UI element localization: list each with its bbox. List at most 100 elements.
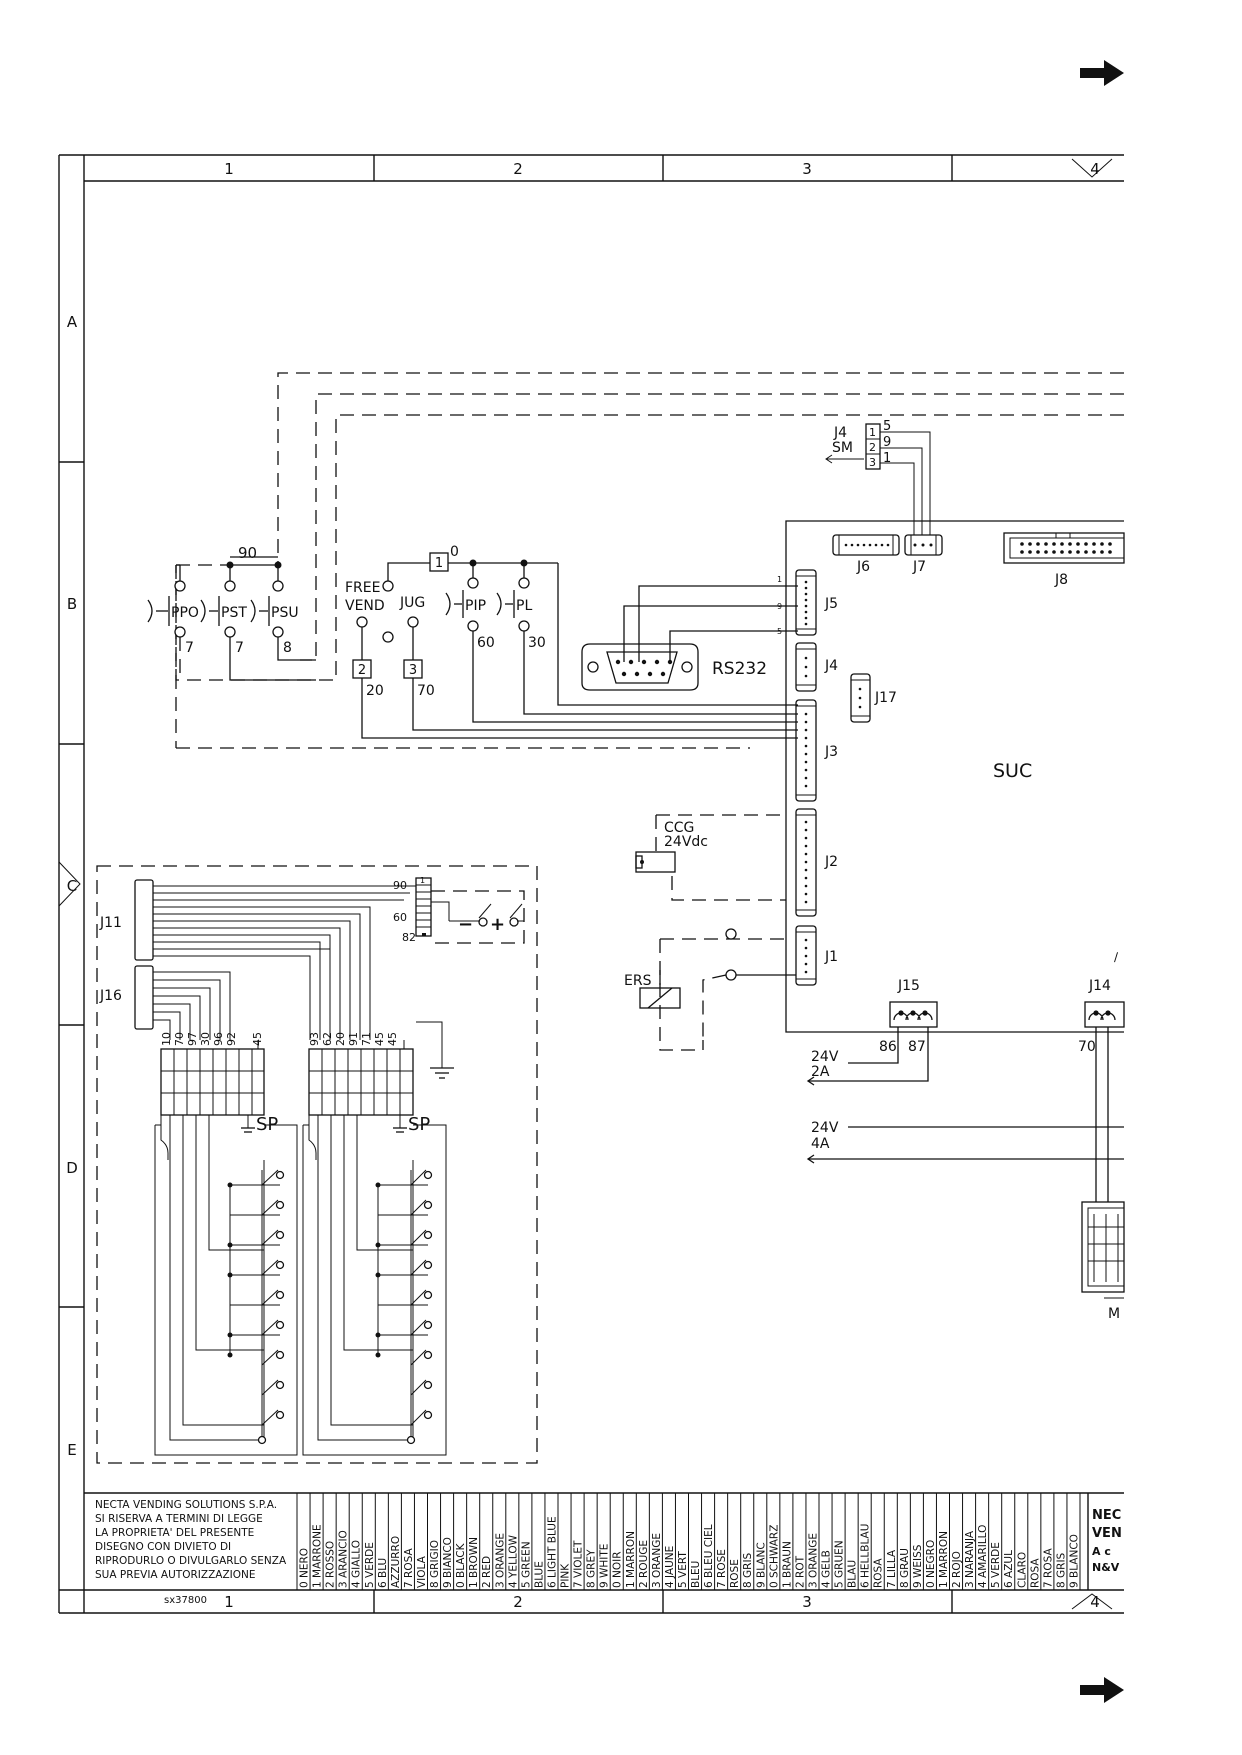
- ccg-label: CCG: [664, 820, 694, 836]
- switch-90-label: 90: [393, 879, 407, 892]
- j2-connector: [795, 808, 817, 917]
- j17-label: J17: [874, 690, 897, 706]
- color-code-entry: 3 ARANCIO: [338, 1530, 350, 1588]
- sp-panel-left: SP: [154, 1114, 298, 1456]
- box-1-label: 1: [435, 556, 443, 571]
- vend-label: VEND: [345, 598, 385, 614]
- grid-row-labels: A B C D E: [66, 313, 78, 1459]
- free-label: FREE: [345, 580, 380, 596]
- j15-connector: [889, 1001, 938, 1028]
- terminal-number: 62: [321, 1032, 334, 1046]
- svg-text:1: 1: [420, 876, 425, 885]
- color-code-entry: 2 ROSSO: [325, 1541, 337, 1588]
- next-page-arrow-top[interactable]: [1080, 60, 1124, 86]
- sp-label: SP: [408, 1114, 430, 1135]
- node-90-label: 90: [238, 544, 257, 562]
- title-block: NECTA VENDING SOLUTIONS S.P.A. SI RISERV…: [84, 1492, 1124, 1606]
- color-code-entry: 9 BLANC: [755, 1542, 767, 1588]
- m-connector: M: [1081, 1201, 1125, 1322]
- j5-connector: [795, 569, 817, 636]
- color-code-entry: 2 ROUGE: [638, 1540, 650, 1588]
- pst-contact-icon: [224, 580, 236, 592]
- color-code-entry: 5 GREEN: [520, 1541, 532, 1588]
- j4-connector: [795, 642, 817, 692]
- company-name-partial: VEN: [1092, 1526, 1122, 1541]
- color-code-entry: 1 BROWN: [468, 1537, 480, 1588]
- sm-pin-wire: 5: [883, 419, 891, 434]
- notice-line: NECTA VENDING SOLUTIONS S.P.A.: [95, 1499, 277, 1511]
- color-code-entry: VIOLA: [416, 1555, 428, 1588]
- plus-label: +: [490, 914, 505, 935]
- color-code-entry: 7 ROSE: [716, 1549, 728, 1588]
- psu-contact-icon: [272, 580, 284, 592]
- grid-col-label: 2: [513, 160, 523, 178]
- voltage-24v-label: 24V: [811, 1049, 839, 1065]
- j4-label: J4: [824, 658, 838, 674]
- ers-label: ERS: [624, 973, 652, 989]
- switch-group-center: 1 0 FREE VEND 2 20 JUG 3 70 PIP 60: [345, 544, 798, 739]
- grid-col-label: 4: [1090, 160, 1100, 178]
- terminal-block-right: 93 62 20 91 71 45 45: [308, 1032, 414, 1116]
- color-code-entry: 3 ORANGE: [651, 1533, 663, 1588]
- grid-row-label: D: [66, 1159, 78, 1177]
- j11-label: J11: [99, 915, 122, 931]
- color-code-entry: 4 JAUNE: [664, 1546, 676, 1588]
- color-code-entry: BLEU: [690, 1561, 702, 1588]
- partial-mark: ∕: [1114, 950, 1119, 964]
- j2-label: J2: [824, 854, 838, 870]
- next-page-arrow-bottom[interactable]: [1080, 1677, 1124, 1703]
- wire-20-label: 20: [366, 683, 384, 699]
- pl-contact-icon: [518, 577, 530, 589]
- j5-pin-label: 5: [777, 627, 782, 636]
- suc-label: SUC: [993, 760, 1032, 782]
- j3-label: J3: [824, 744, 838, 760]
- color-code-entry: 7 ROSA: [403, 1548, 415, 1588]
- color-code-entry: 6 AZUL: [1003, 1550, 1015, 1588]
- wire-8-label: 8: [283, 640, 292, 656]
- terminal-number: 30: [199, 1032, 212, 1046]
- grid-col-label: 1: [224, 1593, 234, 1611]
- color-code-entry: 2 ROJO: [951, 1551, 963, 1588]
- minus-label: −: [458, 914, 473, 935]
- j17-connector: [850, 673, 871, 723]
- pst-label: PST: [221, 605, 247, 621]
- color-code-entry: 0 BLACK: [455, 1542, 467, 1588]
- terminal-number: 93: [308, 1032, 321, 1046]
- color-code-entry: 9 BIANCO: [442, 1537, 454, 1588]
- color-code-entry: BLUE: [533, 1561, 545, 1588]
- notice-line: RIPRODURLO O DIVULGARLO SENZA: [95, 1555, 287, 1567]
- ccg-component: CCG 24Vdc: [635, 814, 786, 901]
- color-code-entry: 4 GELB: [821, 1550, 833, 1588]
- terminal-number: 92: [225, 1032, 238, 1046]
- terminal-number: 10: [160, 1032, 173, 1046]
- j3-connector: [795, 699, 817, 802]
- sm-pin-wire: 1: [883, 451, 891, 466]
- rs232-connector: RS232 1 9 5: [581, 575, 798, 691]
- terminal-number: 97: [186, 1032, 199, 1046]
- color-code-entry: 9 BLANCO: [1068, 1534, 1080, 1588]
- sm-pin-wire: 9: [883, 435, 891, 450]
- j1-label: J1: [824, 949, 838, 965]
- grid-row-label: B: [67, 595, 77, 613]
- color-code-entry: 4 AMARILLO: [977, 1525, 989, 1588]
- terminal-number: 45: [386, 1032, 399, 1046]
- box-2-label: 2: [358, 663, 366, 678]
- voltage-24v-label: 24V: [811, 1120, 839, 1136]
- drawing-code: sx37800: [164, 1595, 207, 1606]
- j4-sm-connector: J4 SM 1 2 3 5 9 1: [825, 419, 931, 535]
- color-code-entry: ROSA: [1029, 1558, 1041, 1588]
- jug-label: JUG: [399, 595, 425, 611]
- node-0-label: 0: [450, 544, 459, 560]
- j6-label: J6: [856, 559, 870, 575]
- rs232-label: RS232: [712, 659, 767, 679]
- notice-line: SUA PREVIA AUTORIZZAZIONE: [95, 1569, 255, 1581]
- color-code-entry: 3 ORANGE: [494, 1533, 506, 1588]
- color-code-entry: 2 ROT: [794, 1555, 806, 1588]
- selection-panel: J11 J16 1 90: [96, 865, 538, 1464]
- grid-col-label: 2: [513, 1593, 523, 1611]
- jug-contact-icon: [407, 616, 419, 628]
- pip-contact-icon: [467, 577, 479, 589]
- terminal-87-label: 87: [908, 1039, 926, 1055]
- switch-82-label: 82: [402, 931, 416, 944]
